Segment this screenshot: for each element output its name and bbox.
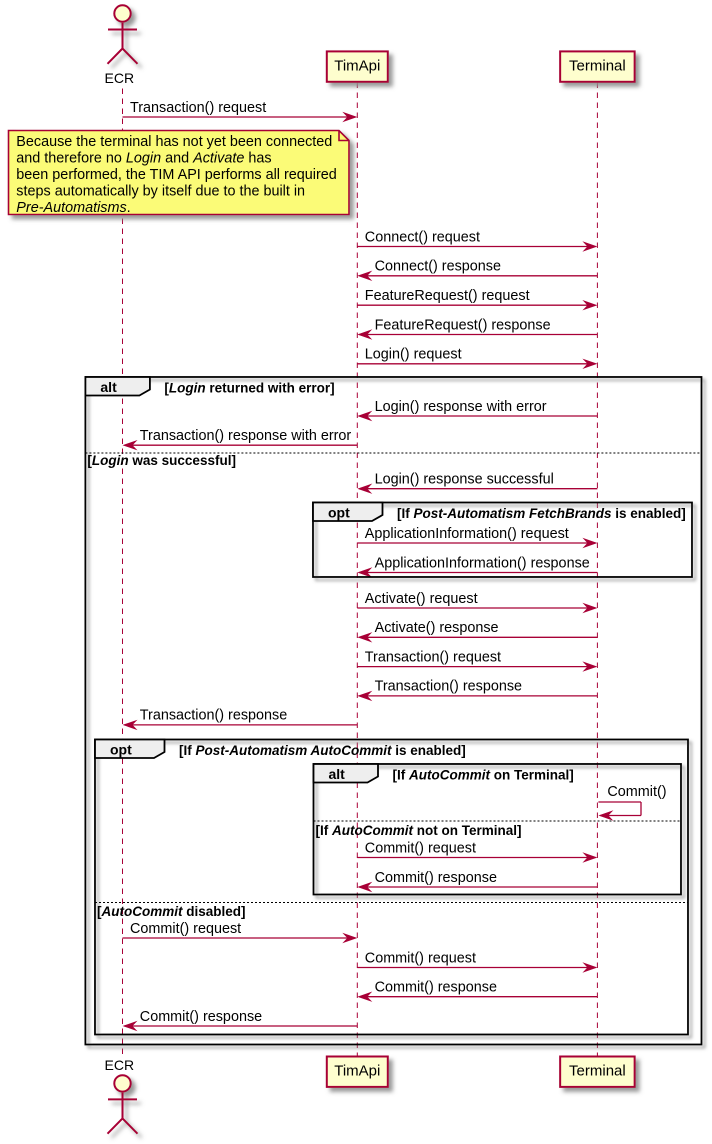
svg-text:[If Post-Automatism AutoCommit: [If Post-Automatism AutoCommit is enable… (179, 743, 466, 758)
svg-text:[Login was successful]: [Login was successful] (87, 453, 236, 468)
svg-text:Transaction() response with er: Transaction() response with error (140, 428, 352, 444)
svg-text:ECR: ECR (105, 1057, 135, 1073)
svg-text:Transaction() response: Transaction() response (140, 708, 287, 724)
svg-text:Commit() request: Commit() request (365, 950, 476, 966)
svg-text:ApplicationInformation() reque: ApplicationInformation() request (365, 526, 569, 542)
svg-text:and therefore no Login and Act: and therefore no Login and Activate has (16, 150, 271, 166)
svg-text:ApplicationInformation() respo: ApplicationInformation() response (375, 555, 590, 571)
svg-text:Transaction() request: Transaction() request (130, 100, 266, 116)
svg-text:[Login returned with error]: [Login returned with error] (164, 381, 334, 396)
svg-text:alt: alt (329, 766, 346, 782)
svg-text:Login() request: Login() request (365, 347, 462, 363)
svg-text:[If Post-Automatism FetchBrand: [If Post-Automatism FetchBrands is enabl… (397, 506, 686, 521)
svg-text:opt: opt (110, 742, 132, 758)
svg-text:been performed, the TIM API pe: been performed, the TIM API performs all… (16, 167, 336, 183)
svg-text:Commit() response: Commit() response (140, 1009, 262, 1025)
svg-text:Commit() response: Commit() response (375, 870, 497, 886)
svg-text:[If AutoCommit not on Terminal: [If AutoCommit not on Terminal] (316, 823, 522, 838)
svg-text:steps automatically by itself: steps automatically by itself due to the… (16, 184, 305, 200)
svg-text:Activate() response: Activate() response (375, 620, 499, 636)
svg-text:Terminal: Terminal (569, 58, 626, 75)
svg-text:Commit() request: Commit() request (365, 840, 476, 856)
svg-text:Commit(): Commit() (607, 784, 666, 800)
svg-text:Login() response successful: Login() response successful (375, 472, 554, 488)
svg-text:alt: alt (100, 379, 117, 395)
svg-text:Login() response with error: Login() response with error (375, 399, 547, 415)
svg-text:FeatureRequest() response: FeatureRequest() response (375, 317, 551, 333)
svg-text:[AutoCommit disabled]: [AutoCommit disabled] (97, 904, 246, 919)
svg-text:TimApi: TimApi (334, 58, 380, 75)
svg-text:Transaction() response: Transaction() response (375, 679, 522, 695)
svg-text:TimApi: TimApi (334, 1063, 380, 1080)
svg-text:FeatureRequest() request: FeatureRequest() request (365, 288, 530, 304)
svg-text:[If AutoCommit on Terminal]: [If AutoCommit on Terminal] (393, 768, 574, 783)
svg-text:opt: opt (328, 505, 350, 521)
svg-text:Commit() response: Commit() response (375, 980, 497, 996)
svg-text:Connect() request: Connect() request (365, 229, 480, 245)
svg-text:Pre-Automatisms.: Pre-Automatisms. (16, 200, 130, 216)
svg-text:Terminal: Terminal (569, 1063, 626, 1080)
svg-text:ECR: ECR (105, 70, 135, 86)
svg-text:Because the terminal has not y: Because the terminal has not yet been co… (16, 134, 332, 150)
svg-text:Connect() response: Connect() response (375, 259, 501, 275)
svg-text:Transaction() request: Transaction() request (365, 649, 501, 665)
svg-text:Activate() request: Activate() request (365, 591, 478, 607)
svg-text:Commit() request: Commit() request (130, 921, 241, 937)
